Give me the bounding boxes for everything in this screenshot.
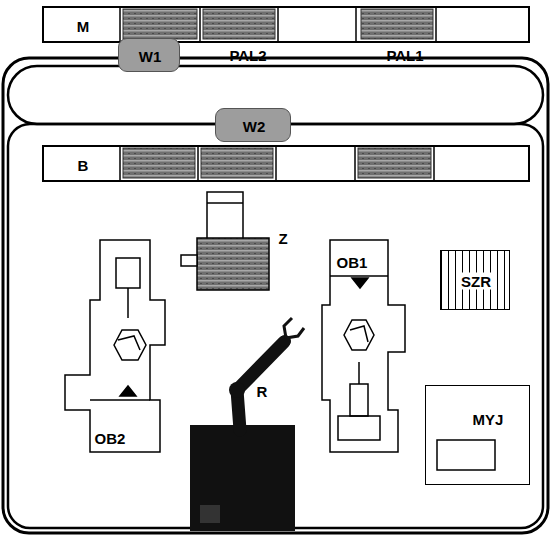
node-label: W1 bbox=[139, 48, 162, 65]
pallet-label: PAL2 bbox=[229, 47, 266, 64]
buffer-cells bbox=[120, 145, 434, 181]
buffer-strip: B bbox=[42, 145, 530, 182]
robot-drawing bbox=[190, 318, 304, 531]
measuring-table bbox=[437, 440, 495, 470]
magazine-strip: M bbox=[42, 6, 530, 43]
pallet bbox=[123, 9, 433, 39]
magazine-cells bbox=[120, 6, 436, 42]
fixture: Z bbox=[180, 190, 295, 290]
machine-tool-drawing bbox=[322, 240, 405, 452]
node-label: R bbox=[257, 383, 268, 400]
machine-tool-drawing bbox=[65, 240, 165, 452]
robot: R bbox=[190, 315, 300, 531]
machine-tool: OB2 bbox=[65, 240, 165, 452]
node-label: OB2 bbox=[95, 430, 126, 447]
fixture-drawing bbox=[181, 192, 269, 290]
node-label: Z bbox=[278, 230, 287, 247]
node-label: MYJ bbox=[473, 411, 504, 428]
pallet bbox=[123, 148, 431, 178]
node-label: OB1 bbox=[337, 254, 368, 271]
node-label: W2 bbox=[243, 118, 266, 135]
measuring-station: MYJ bbox=[425, 385, 530, 485]
node-label: M bbox=[77, 18, 90, 35]
machine-tool: OB1 bbox=[310, 240, 405, 452]
storage-rack: SZR bbox=[440, 250, 510, 310]
pallet-label: PAL1 bbox=[386, 47, 423, 64]
cell-frame bbox=[3, 58, 548, 533]
node-label: B bbox=[78, 157, 89, 174]
node-label: SZR bbox=[459, 273, 493, 290]
transport-cart: W1 bbox=[118, 38, 180, 72]
transport-cart: W2 bbox=[215, 108, 291, 142]
